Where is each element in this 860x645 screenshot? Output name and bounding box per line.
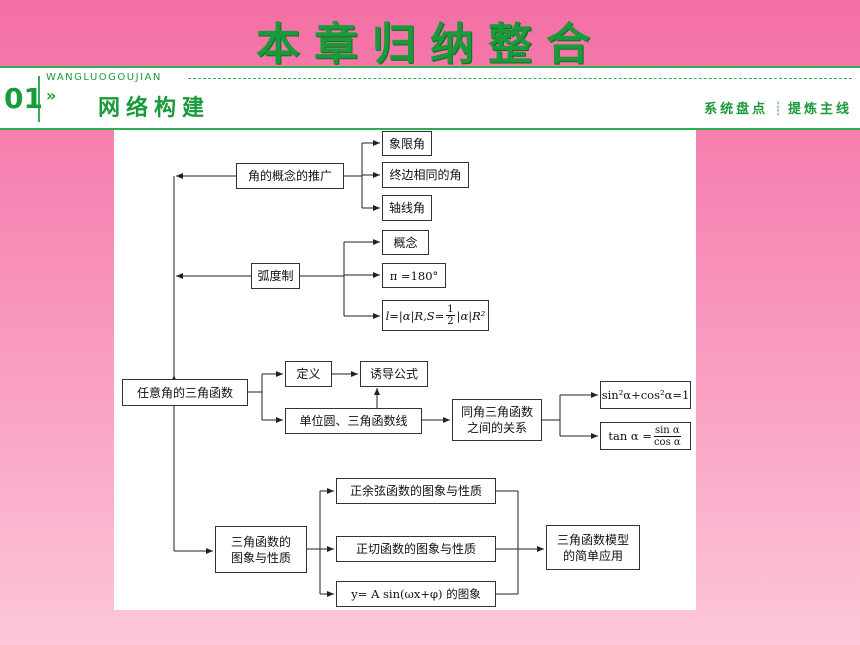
node-simple-application: 三角函数模型 的简单应用 (546, 525, 640, 570)
tan-identity-denominator: cos α (653, 436, 681, 448)
tan-identity-numerator: sin α (653, 424, 681, 437)
section-title: 网络构建 (98, 96, 211, 121)
node-root-trig-function: 任意角的三角函数 (122, 379, 248, 406)
section-number: 01 (4, 76, 43, 122)
tan-identity-lhs: tan α = (608, 429, 652, 443)
page-title: 本章归纳整合 (256, 19, 604, 70)
node-concept: 概念 (382, 230, 429, 255)
section-banner: 01 WANGLUOGOUJIAN » 网络构建 系统盘点 ┊ 提炼主线 (0, 66, 860, 130)
node-definition: 定义 (285, 361, 332, 387)
node-radian-system: 弧度制 (251, 263, 300, 289)
arc-formula-lhs: l=|α|R,S= (385, 308, 445, 323)
node-tan-graph: 正切函数的图象与性质 (336, 536, 496, 562)
node-induction-formula: 诱导公式 (360, 361, 428, 387)
section-right-labels: 系统盘点 ┊ 提炼主线 (704, 98, 852, 117)
node-angle-generalization: 角的概念的推广 (236, 163, 344, 189)
right-label-mainline: 提炼主线 (787, 102, 852, 117)
chevron-right-icon: » (46, 86, 57, 105)
arc-formula-denominator: 2 (447, 316, 454, 327)
node-coterminal-angle: 终边相同的角 (382, 162, 469, 188)
node-axis-angle: 轴线角 (382, 195, 432, 221)
node-graphs-properties: 三角函数的 图象与性质 (215, 526, 307, 573)
right-label-systematic: 系统盘点 (704, 102, 769, 117)
connector-lines (171, 140, 598, 597)
section-pinyin: WANGLUOGOUJIAN (46, 72, 162, 83)
node-unit-circle: 单位圆、三角函数线 (285, 408, 422, 434)
concept-map: 角的概念的推广 象限角 终边相同的角 轴线角 弧度制 概念 π =180° l=… (114, 130, 696, 610)
node-sin-cos-graph: 正余弦函数的图象与性质 (336, 478, 496, 504)
dashed-divider (188, 78, 852, 79)
node-same-angle-relation: 同角三角函数 之间的关系 (452, 399, 542, 441)
node-pythagorean-identity: sin²α+cos²α=1 (600, 381, 691, 409)
node-pi-180: π =180° (382, 263, 446, 288)
node-quadrant-angle: 象限角 (382, 131, 432, 156)
arc-formula-numerator: 1 (446, 304, 455, 316)
arc-formula-rhs: |α|R² (456, 308, 486, 323)
node-sinusoid-graph: y= A sin(ωx+φ) 的图象 (336, 581, 496, 607)
vertical-separator: ┊ (774, 102, 782, 117)
